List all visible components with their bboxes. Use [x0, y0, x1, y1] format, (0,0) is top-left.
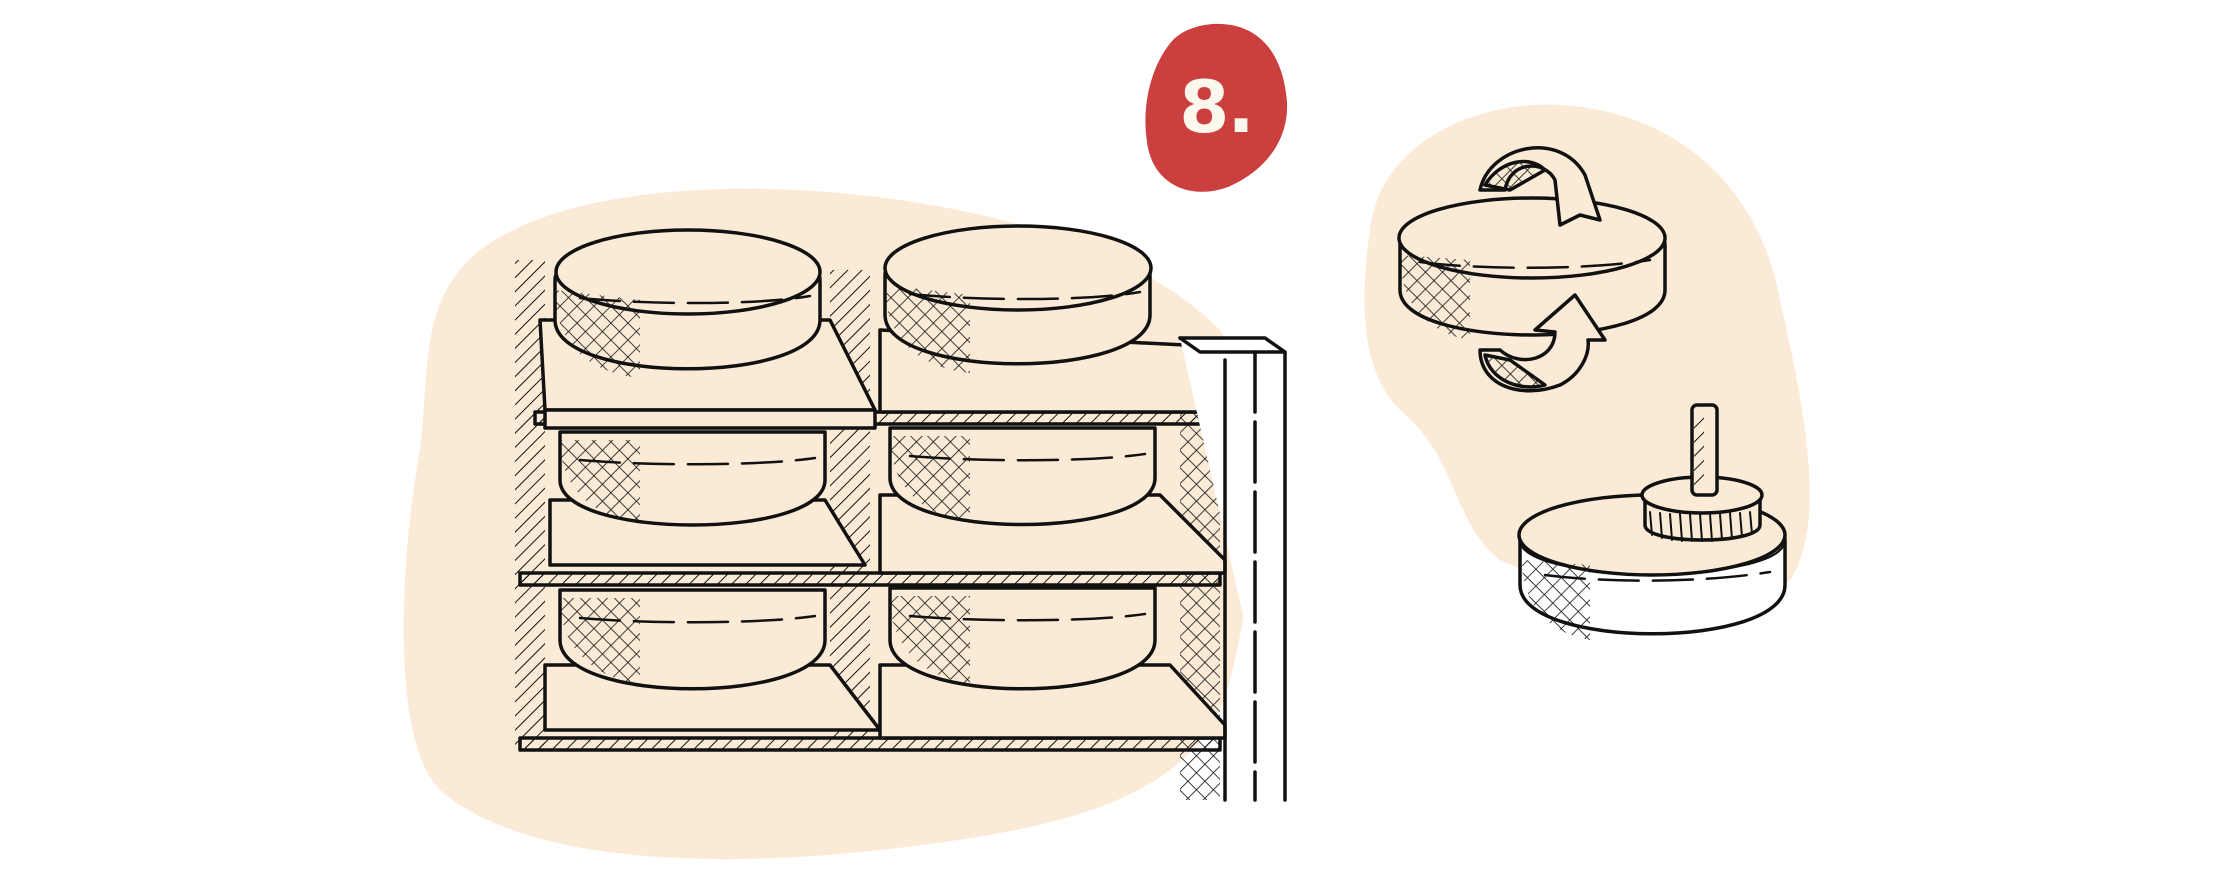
cheese-wheel — [888, 586, 1157, 691]
cheese-wheel — [888, 426, 1157, 527]
cheese-wheel — [553, 228, 822, 378]
cheese-turning — [1397, 146, 1667, 393]
cheese-wheel — [558, 430, 827, 527]
cheese-brushing — [1517, 403, 1787, 640]
cheese-wheel — [883, 224, 1153, 373]
step-number: 8. — [1179, 65, 1254, 149]
badge-blob-icon — [1145, 23, 1288, 192]
cheese-aging-shelves — [515, 224, 1287, 802]
cheese-wheel — [558, 588, 827, 691]
step-number-badge: 8. — [1143, 22, 1289, 192]
